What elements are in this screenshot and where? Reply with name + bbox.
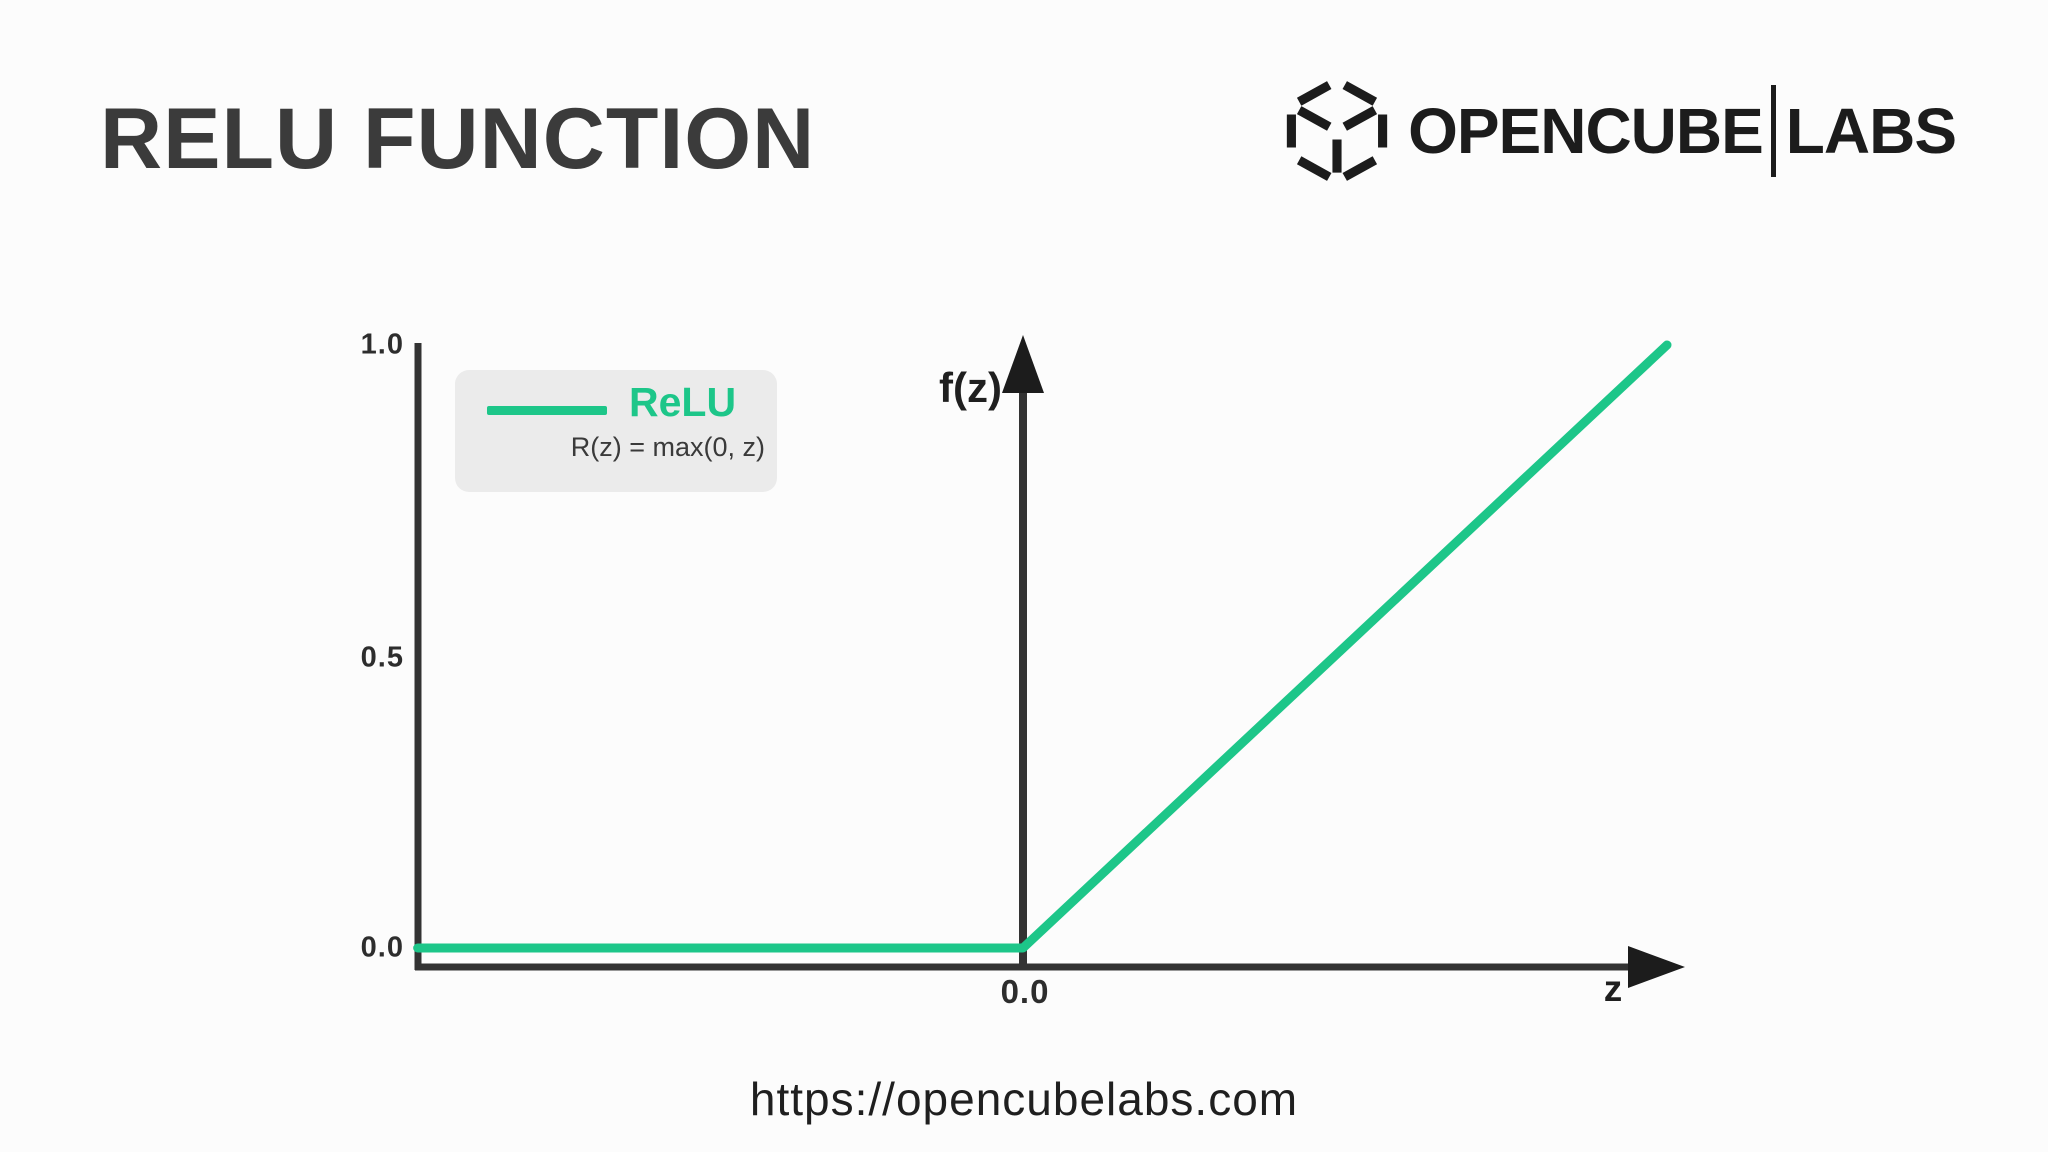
- logo-text: OPENCUBE LABS: [1408, 85, 1957, 177]
- logo-divider: [1770, 85, 1776, 177]
- y-axis-label: f(z): [939, 364, 1002, 411]
- logo-suffix: LABS: [1785, 95, 1957, 167]
- legend-formula: R(z) = max(0, z): [570, 432, 765, 462]
- y-axis-arrow-icon: [1002, 335, 1044, 393]
- ytick-05: 0.5: [360, 641, 404, 674]
- ytick-1: 1.0: [360, 328, 404, 361]
- site-url: https://opencubelabs.com: [749, 1073, 1299, 1125]
- logo-name: OPENCUBE: [1408, 95, 1764, 167]
- cube-icon: [1286, 81, 1388, 181]
- ytick-0: 0.0: [360, 931, 404, 964]
- xtick-origin: 0.0: [1000, 973, 1050, 1010]
- relu-line: [413, 340, 1672, 953]
- x-axis-label: z: [1603, 968, 1623, 1009]
- page-title: RELU FUNCTION: [100, 91, 816, 187]
- legend-label: ReLU: [629, 379, 737, 425]
- legend-line-swatch: [487, 406, 607, 415]
- logo: OPENCUBE LABS: [1280, 72, 1957, 190]
- x-axis-arrow-icon: [1628, 946, 1685, 988]
- legend: ReLU R(z) = max(0, z): [455, 370, 777, 492]
